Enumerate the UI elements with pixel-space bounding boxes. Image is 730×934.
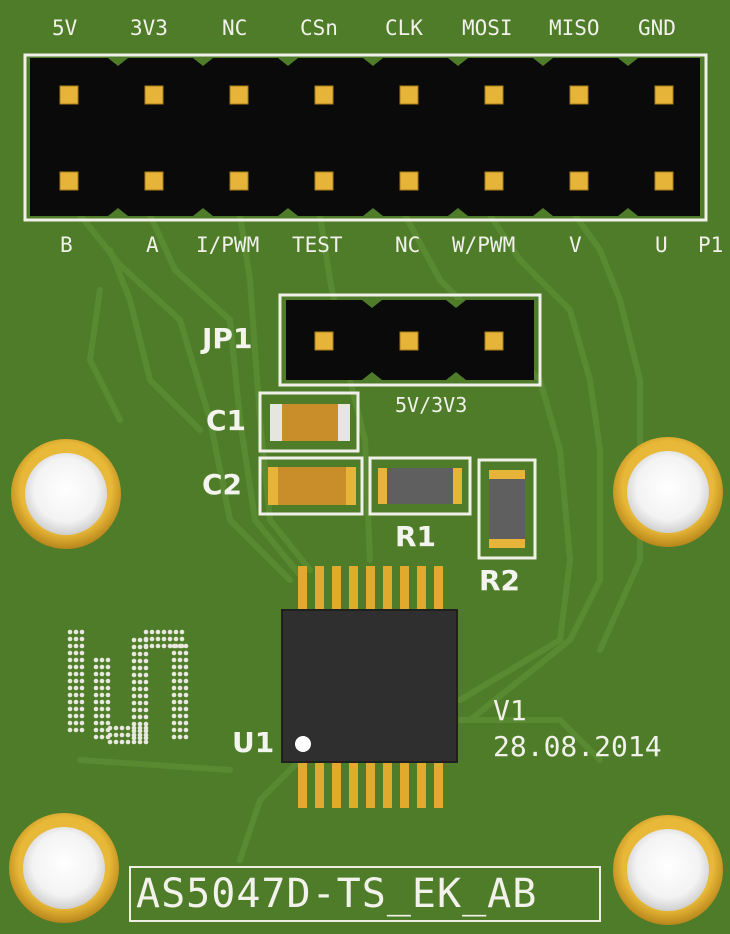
- mounting-hole-bl: [9, 813, 119, 923]
- date-label: 28.08.2014: [493, 730, 662, 763]
- capacitor-c1: [258, 391, 360, 453]
- designator-c2: C2: [202, 468, 243, 501]
- version-label: V1: [493, 694, 527, 727]
- pin-label-top-5: CLK: [385, 16, 423, 40]
- mounting-hole-tl: [11, 439, 121, 549]
- pin-label-bottom-5: NC: [395, 233, 421, 257]
- mounting-hole-br: [613, 815, 723, 925]
- pin-label-top-3: NC: [222, 16, 248, 40]
- jumper-jp1: [278, 293, 542, 387]
- pin-label-top-4: CSn: [300, 16, 338, 40]
- pin-label-top-8: GND: [638, 16, 676, 40]
- designator-p1: P1: [698, 233, 724, 257]
- pin-label-top-1: 5V: [52, 16, 78, 40]
- designator-r2: R2: [479, 564, 521, 597]
- jumper-label: 5V/3V3: [395, 393, 468, 417]
- pin-label-bottom-3: I/PWM: [196, 233, 260, 257]
- header-p1: [23, 53, 708, 222]
- board-name: AS5047D-TS_EK_AB: [136, 871, 538, 917]
- pin-label-top-2: 3V3: [130, 16, 168, 40]
- pin-label-top-7: MISO: [549, 16, 600, 40]
- designator-u1: U1: [232, 726, 275, 759]
- pin-label-bottom-1: B: [60, 233, 73, 257]
- pin-label-bottom-2: A: [146, 233, 159, 257]
- designator-r1: R1: [395, 520, 437, 553]
- resistor-r2: [477, 458, 537, 560]
- chip-u1: [281, 609, 458, 763]
- pin-label-bottom-6: W/PWM: [452, 233, 516, 257]
- designator-jp1: JP1: [202, 322, 253, 355]
- pin-label-bottom-4: TEST: [292, 233, 343, 257]
- pin-label-top-6: MOSI: [462, 16, 513, 40]
- logo-mark: [67, 629, 189, 745]
- pin-label-bottom-7: V: [569, 233, 582, 257]
- resistor-r1: [368, 456, 472, 516]
- capacitor-c2: [258, 456, 364, 516]
- chip-u1-pins: [298, 566, 443, 808]
- mounting-hole-tr: [613, 437, 723, 547]
- pin-label-bottom-8: U: [655, 233, 668, 257]
- designator-c1: C1: [206, 404, 247, 437]
- board-name-frame: [129, 866, 601, 922]
